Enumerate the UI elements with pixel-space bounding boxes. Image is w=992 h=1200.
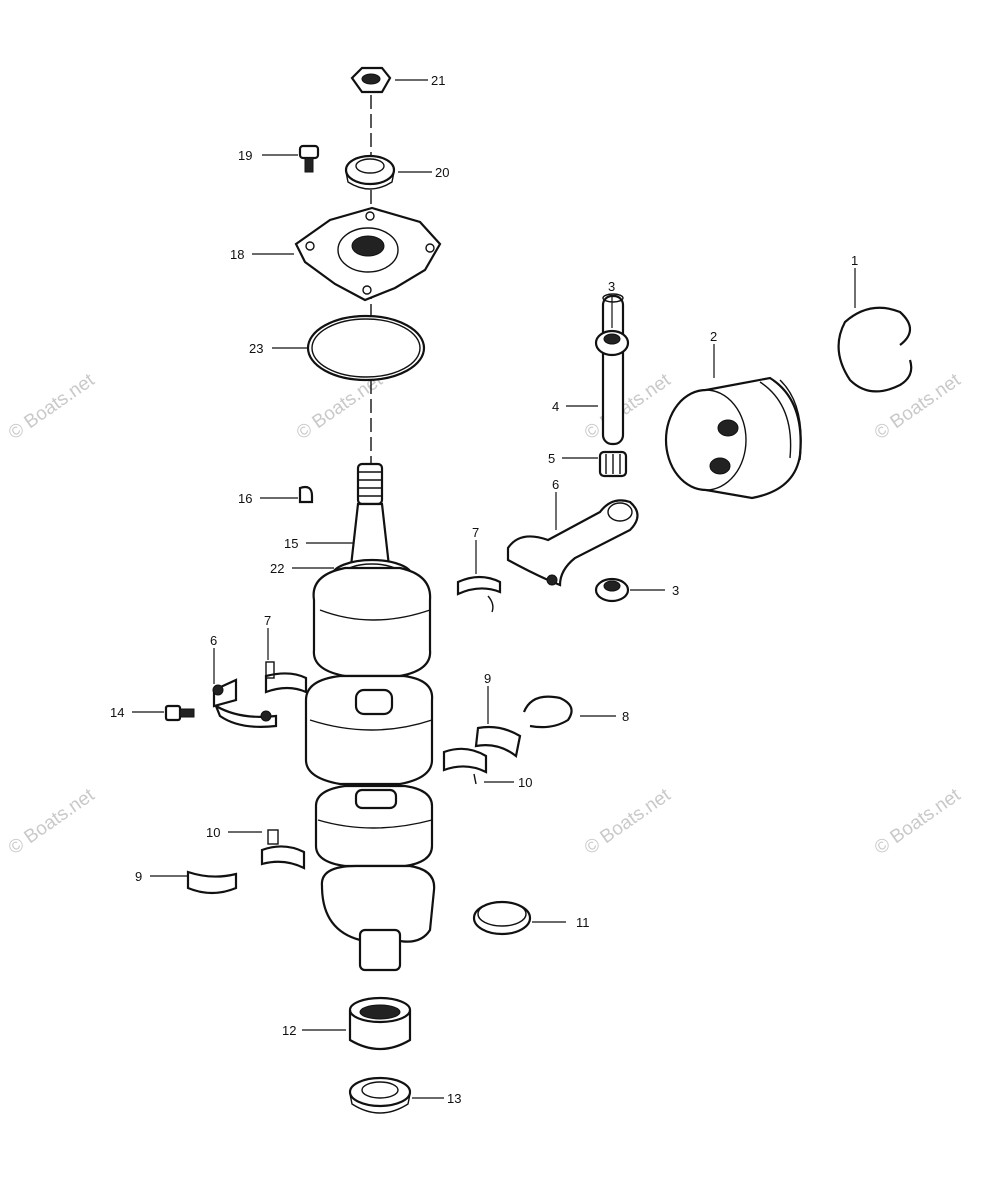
crankshaft-part	[304, 566, 436, 972]
needle-cage-part-left	[260, 829, 306, 870]
watermark-mid: © Boats.net	[581, 369, 675, 444]
thrust-ring-part	[472, 900, 532, 936]
callout-5: 5	[548, 451, 555, 466]
callout-8: 8	[622, 709, 629, 724]
screw-part	[298, 144, 320, 173]
wrist-pin-part	[601, 293, 625, 446]
rod-cap-part	[212, 678, 278, 728]
watermark-left: © Boats.net	[5, 369, 99, 444]
washer-part-upper	[594, 329, 630, 357]
washer-part-lower	[594, 577, 630, 603]
callout-19: 19	[238, 148, 252, 163]
watermark-right-low: © Boats.net	[871, 784, 965, 859]
piston-ring-part	[837, 306, 913, 393]
crankshaft-taper-part	[348, 462, 392, 577]
callout-1: 1	[851, 253, 858, 268]
callout-3-upper: 3	[608, 279, 615, 294]
callout-6-cap: 6	[210, 633, 217, 648]
leader-lines	[132, 79, 856, 1099]
callout-16: 16	[238, 491, 252, 506]
needle-bearing-part	[598, 450, 628, 478]
rod-bolt-part	[164, 704, 195, 722]
watermarks: © Boats.net © Boats.net © Boats.net © Bo…	[5, 369, 965, 859]
o-ring-part	[306, 314, 426, 382]
race-half-part-right	[474, 725, 522, 758]
callout-9-left: 9	[135, 869, 142, 884]
watermark-mid-low: © Boats.net	[581, 784, 675, 859]
callout-7-right: 7	[472, 525, 479, 540]
needle-cage-part-right	[442, 747, 488, 785]
callout-6-rod: 6	[552, 477, 559, 492]
watermark-left-low: © Boats.net	[5, 784, 99, 859]
key-part	[298, 485, 314, 504]
end-cap-part	[294, 206, 442, 302]
callout-18: 18	[230, 247, 244, 262]
callout-3-lower: 3	[672, 583, 679, 598]
callout-20: 20	[435, 165, 449, 180]
callout-12: 12	[282, 1023, 296, 1038]
callout-11: 11	[576, 915, 590, 930]
piston-part	[664, 376, 802, 500]
roller-bearing-part	[348, 996, 412, 1050]
nut-part	[350, 66, 392, 94]
callout-10-left: 10	[206, 825, 220, 840]
callout-15: 15	[284, 536, 298, 551]
callout-7-left: 7	[264, 613, 271, 628]
connecting-rod-part	[506, 499, 639, 587]
callout-9-right: 9	[484, 671, 491, 686]
callout-2: 2	[710, 329, 717, 344]
lower-seal-part	[348, 1076, 412, 1114]
race-half-part-left	[186, 870, 238, 895]
callout-10-right: 10	[518, 775, 532, 790]
retaining-ring-part	[522, 695, 573, 729]
callout-13: 13	[447, 1091, 461, 1106]
callout-23: 23	[249, 341, 263, 356]
callout-21: 21	[431, 73, 445, 88]
bearing-cage-part-right	[456, 575, 502, 613]
callout-4: 4	[552, 399, 559, 414]
callout-labels: 21 20 19 18 23 16 15 22 3 2 1 4 5 6 3 7 …	[110, 73, 858, 1106]
callout-22: 22	[270, 561, 284, 576]
bearing-cage-part-left	[264, 661, 308, 694]
seal-part	[344, 154, 396, 190]
callout-14: 14	[110, 705, 124, 720]
